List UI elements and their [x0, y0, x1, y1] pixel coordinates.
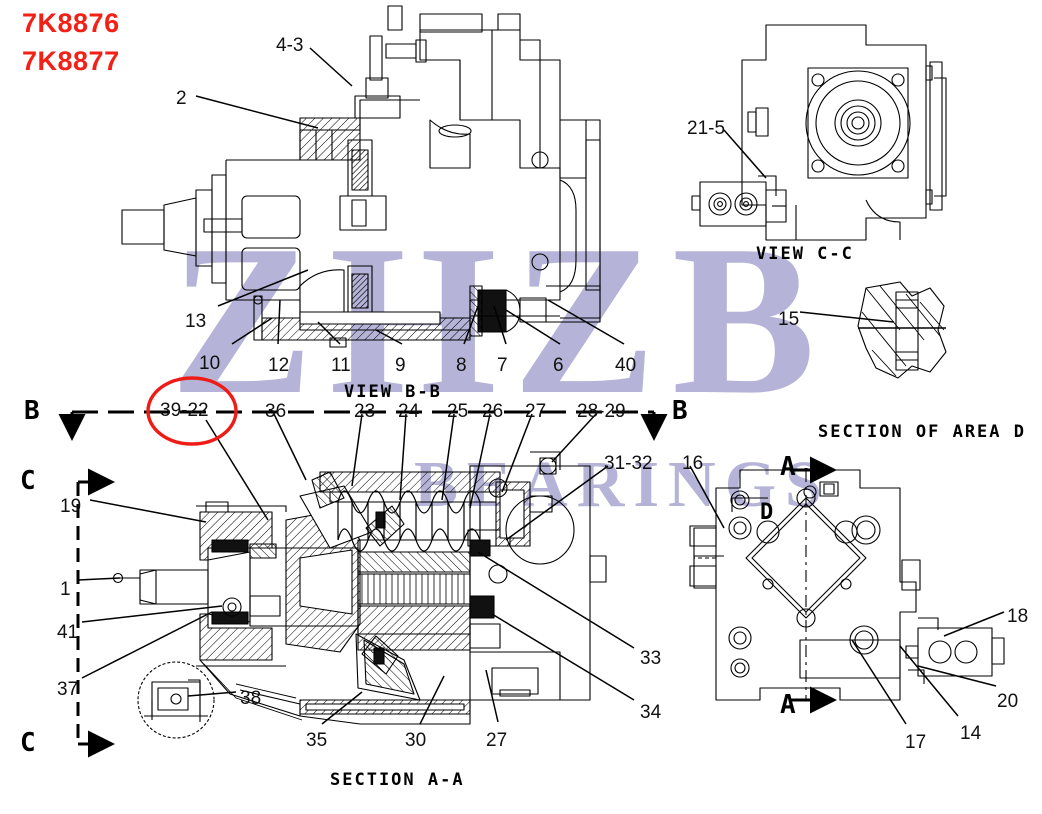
callout-17: 17: [905, 732, 927, 753]
callout-28-29: 28-29: [577, 401, 626, 422]
callout-35: 35: [306, 730, 328, 751]
callout-20: 20: [997, 691, 1019, 712]
callout-26: 26: [482, 401, 504, 422]
callout-7: 7: [497, 355, 508, 376]
callout-27: 27: [486, 730, 508, 751]
callout-15: 15: [778, 309, 800, 330]
part-number-primary: 7K8876: [22, 8, 120, 38]
callout-40: 40: [615, 355, 637, 376]
callout-38: 38: [240, 688, 262, 709]
callout-39-22: 39-22: [160, 400, 209, 421]
callout-14: 14: [960, 723, 982, 744]
view-label-aa: SECTION A-A: [330, 770, 465, 790]
callout-16: 16: [682, 453, 704, 474]
section-letter-d-mark: D: [760, 500, 774, 525]
callout-8: 8: [456, 355, 467, 376]
callout-11: 11: [331, 355, 351, 376]
section-letter-a-bottom: A: [780, 690, 796, 720]
view-label-area-d: SECTION OF AREA D: [818, 422, 1026, 442]
section-letter-b-left: B: [24, 396, 40, 426]
section-letter-c-top: C: [20, 466, 36, 496]
view-label-cc: VIEW C-C: [756, 244, 854, 264]
callout-9: 9: [395, 355, 406, 376]
callout-4-3: 4-3: [276, 35, 304, 56]
callout-27: 27: [525, 401, 547, 422]
callout-31-32: 31-32: [604, 453, 653, 474]
callout-13: 13: [185, 311, 207, 332]
section-letter-b-right: B: [672, 396, 688, 426]
callout-37: 37: [57, 679, 79, 700]
callout-18: 18: [1007, 606, 1029, 627]
callout-41: 41: [57, 622, 79, 643]
callout-25: 25: [447, 401, 469, 422]
callout-6: 6: [553, 355, 564, 376]
callout-24: 24: [398, 401, 420, 422]
callout-1: 1: [60, 579, 71, 600]
callout-33: 33: [640, 648, 662, 669]
callout-21-5: 21-5: [687, 118, 726, 139]
section-letter-c-bottom: C: [20, 728, 36, 758]
part-number-secondary: 7K8877: [22, 46, 120, 76]
callout-19: 19: [60, 496, 82, 517]
callout-30: 30: [405, 730, 427, 751]
section-letter-a-top: A: [780, 452, 796, 482]
callout-34: 34: [640, 702, 662, 723]
callout-23: 23: [354, 401, 376, 422]
red-highlight-ellipse: [146, 376, 238, 446]
callout-12: 12: [268, 355, 290, 376]
callout-10: 10: [199, 353, 221, 374]
callout-36: 36: [265, 401, 287, 422]
callout-2: 2: [176, 88, 187, 109]
view-label-bb: VIEW B-B: [344, 382, 442, 402]
